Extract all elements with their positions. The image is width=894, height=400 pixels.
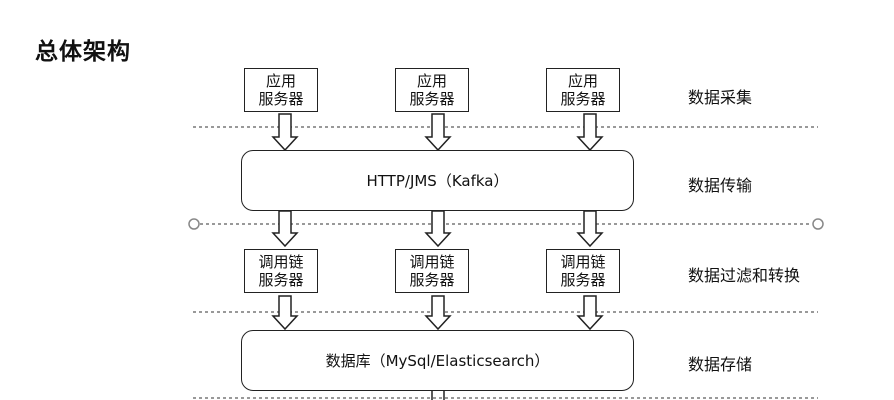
page-title: 总体架构 [35,39,131,65]
transport-box[interactable]: HTTP/JMS（Kafka） [241,150,634,211]
chain-server-2-line1: 调用链 [409,253,455,271]
arrow-app-1-down [271,113,299,152]
app-server-box-1[interactable]: 应用 服务器 [244,68,318,112]
layer-label-store: 数据存储 [688,355,753,374]
chain-server-box-3[interactable]: 调用链 服务器 [546,249,620,293]
app-server-2-line1: 应用 [416,72,447,90]
storage-box[interactable]: 数据库（MySql/Elasticsearch） [241,330,634,391]
connector-handle-left[interactable] [188,218,200,230]
layer-label-transfer: 数据传输 [688,176,753,195]
chain-server-1-line1: 调用链 [258,253,304,271]
chain-server-2-line2: 服务器 [409,271,455,289]
storage-box-label: 数据库（MySql/Elasticsearch） [325,352,550,370]
transport-box-label: HTTP/JMS（Kafka） [366,172,509,190]
arrow-transport-2-down [424,210,452,248]
app-server-box-2[interactable]: 应用 服务器 [395,68,469,112]
arrow-app-2-down [424,113,452,152]
app-server-3-line2: 服务器 [560,90,606,108]
chain-server-3-line1: 调用链 [560,253,606,271]
app-server-1-line1: 应用 [265,72,296,90]
arrow-chain-1-down [271,295,299,331]
app-server-2-line2: 服务器 [409,90,455,108]
chain-server-1-line2: 服务器 [258,271,304,289]
connector-handle-right[interactable] [812,218,824,230]
layer-label-collect: 数据采集 [688,88,753,107]
arrow-chain-2-down [424,295,452,331]
arrow-app-3-down [576,113,604,152]
chain-server-box-1[interactable]: 调用链 服务器 [244,249,318,293]
arrow-transport-1-down [271,210,299,248]
arrow-chain-3-down [576,295,604,331]
app-server-1-line2: 服务器 [258,90,304,108]
arrow-transport-3-down [576,210,604,248]
app-server-box-3[interactable]: 应用 服务器 [546,68,620,112]
chain-server-box-2[interactable]: 调用链 服务器 [395,249,469,293]
app-server-3-line1: 应用 [567,72,598,90]
layer-label-filter: 数据过滤和转换 [688,266,801,285]
chain-server-3-line2: 服务器 [560,271,606,289]
